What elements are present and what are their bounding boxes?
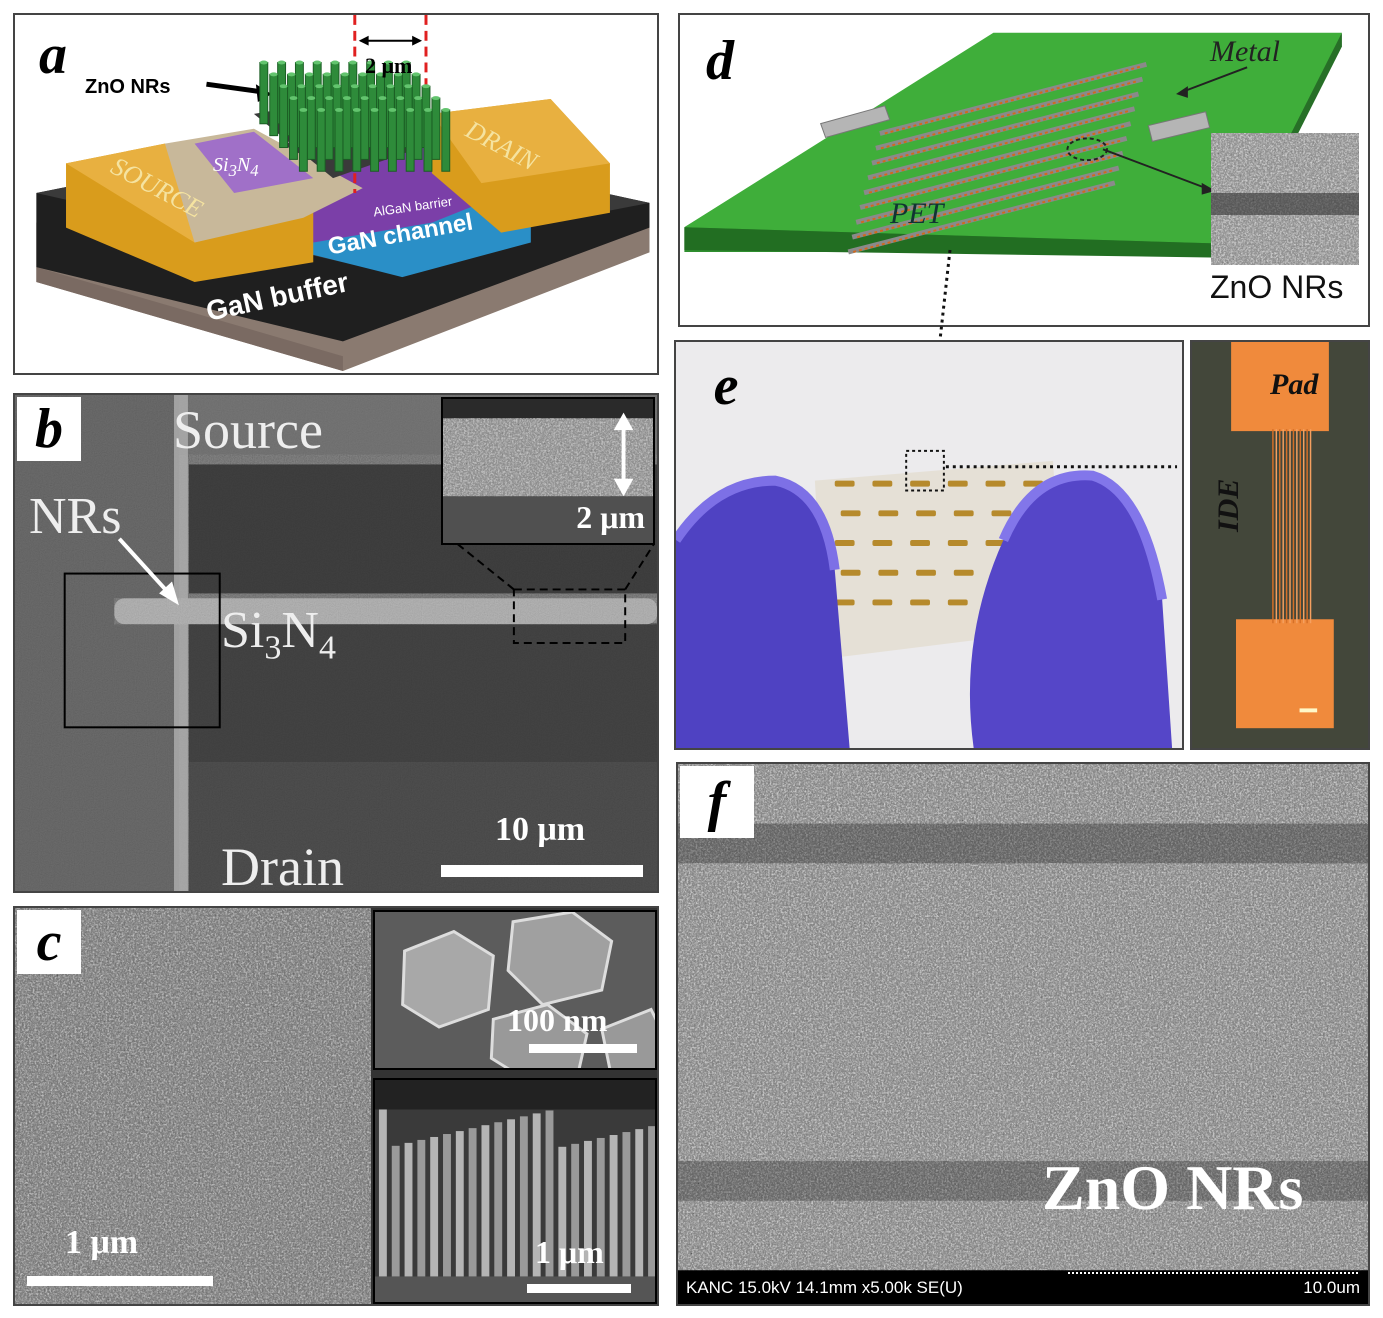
label-si3n4: Si3N4	[221, 602, 336, 667]
scale-bar	[27, 1276, 213, 1286]
inset-scale-bar	[529, 1044, 637, 1053]
sem-info-bar: KANC 15.0kV 14.1mm x5.00k SE(U)	[686, 1278, 963, 1297]
label-si3n4: Si3N4	[213, 154, 259, 180]
scale-bar	[441, 865, 643, 877]
inset-scale-bar	[527, 1284, 631, 1293]
inset-scale-text: 2 μm	[576, 499, 645, 535]
flexible-sensor-illustration	[684, 32, 1342, 258]
inset-top-hexagons: 100 nm	[373, 910, 657, 1070]
label-zno-nrs: ZnO NRs	[1210, 269, 1344, 305]
sem-scale-text: 10.0um	[1303, 1278, 1360, 1297]
inset-cross-section: 1 μm	[373, 1078, 657, 1304]
label-zno-nrs: ZnO NRs	[1042, 1152, 1304, 1223]
panel-f: ZnO NRs KANC 15.0kV 14.1mm x5.00k SE(U) …	[676, 762, 1370, 1306]
ide-pattern-image	[1192, 342, 1368, 748]
panel-label-a: a	[29, 27, 77, 83]
inset-scale-text: 100 nm	[507, 1002, 608, 1038]
label-pad: Pad	[1270, 368, 1319, 401]
panel-label-e: e	[713, 355, 739, 417]
label-drain: Drain	[221, 837, 344, 893]
label-nrs: NRs	[29, 488, 122, 545]
panel-label-b: b	[17, 397, 81, 461]
inset-scale-text: 1 μm	[535, 1234, 604, 1270]
label-source: Source	[173, 400, 323, 460]
panel-label-d: d	[706, 30, 734, 92]
sem-image-top-view: 1 μm	[15, 908, 371, 1304]
panel-a: ZnO NRs 2 μm SOURCE DRAIN Si3N4 AlGaN ba…	[13, 13, 659, 375]
sem-image-zno-nrs	[678, 764, 1368, 1304]
panel-label-f: f	[680, 766, 754, 838]
panel-d: Metal PET ZnO NRs d	[678, 13, 1370, 327]
label-pet: PET	[890, 197, 944, 230]
scale-bar-text: 10 μm	[495, 811, 586, 848]
panel-e: e	[674, 340, 1184, 750]
label-width-marker: 2 μm	[365, 53, 413, 78]
label-ide: IDE	[1212, 478, 1245, 532]
panel-e-ide-photo: Pad IDE	[1190, 340, 1370, 750]
photo-flexible-sensor	[676, 342, 1182, 748]
label-zno-nrs: ZnO NRs	[85, 76, 171, 98]
cross-section-rods	[375, 1080, 655, 1302]
scale-bar-text: 1 μm	[65, 1224, 139, 1261]
label-metal: Metal	[1210, 35, 1280, 68]
label-si: Si	[205, 335, 232, 366]
hemt-device-illustration	[36, 15, 650, 372]
panel-c: 1 μm 100 nm 1 μm c	[13, 906, 659, 1306]
inset-sem-cross-section: 2 μm	[441, 397, 655, 545]
inset-zno-nrs-sem	[1211, 133, 1359, 265]
panel-b: 2 μm Source NRs Si3N4 Drain 10 μm b	[13, 393, 659, 893]
sem-scale-dots	[1068, 1272, 1358, 1274]
panel-label-c: c	[17, 910, 81, 974]
